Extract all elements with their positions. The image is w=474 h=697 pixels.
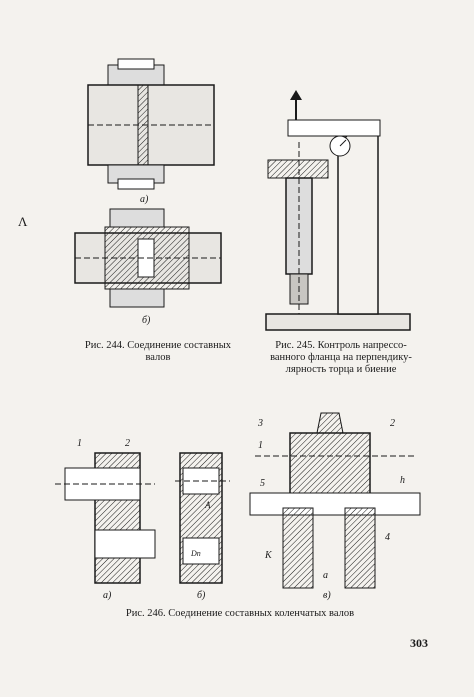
fig246-part-v: 3 1 2 5 4 h К a в) — [249, 412, 421, 601]
fig246-sub-v: в) — [323, 590, 331, 601]
fig246-label-1a: 1 — [77, 438, 82, 449]
fig246-part-a: 1 2 а) — [55, 438, 156, 601]
fig246-label-a: a — [323, 570, 328, 581]
fig246-label-3v: 3 — [257, 418, 263, 429]
fig245-caption: Рис. 245. Контроль напрессо- ванного фла… — [258, 340, 424, 376]
fig244-caption: Рис. 244. Соединение составных валов — [68, 340, 248, 364]
fig244-sub-a: а) — [140, 194, 149, 205]
figure-245-drawing — [265, 90, 411, 331]
fig244-caption-line1: Рис. 244. Соединение составных — [84, 340, 232, 351]
fig246-label-2a: 2 — [125, 438, 130, 449]
fig246-label-1v: 1 — [258, 440, 263, 451]
fig244-caption-line2: валов — [145, 352, 171, 363]
fig245-caption-line3: лярность торца и биение — [285, 364, 397, 375]
fig246-label-k: К — [264, 550, 273, 561]
fig246-sub-a: а) — [103, 590, 112, 601]
fig246-caption: Рис. 246. Соединение составных коленчаты… — [125, 608, 355, 619]
fig246-label-h: h — [400, 475, 405, 486]
coupling-a — [87, 58, 215, 190]
fig246-part-b: A Dп б) — [175, 452, 230, 601]
fig245-caption-line1: Рис. 245. Контроль напрессо- — [275, 340, 407, 351]
fig244-sub-b: б) — [142, 315, 151, 326]
fig246-label-5v: 5 — [260, 478, 265, 489]
fig245-caption-line2: ванного фланца на перпендику- — [270, 352, 412, 363]
figure-244-drawing: а) б) — [74, 58, 222, 326]
coupling-b — [74, 208, 222, 308]
fig246-label-4v: 4 — [385, 532, 390, 543]
fig246-label-2v: 2 — [390, 418, 395, 429]
fig246-label-A: A — [204, 500, 211, 510]
page-number: 303 — [410, 636, 428, 650]
figure-246-drawing: 1 2 а) A Dп б) 3 1 2 5 4 h К a в) — [55, 412, 421, 601]
fig246-label-Dn: Dп — [190, 549, 201, 558]
fig246-sub-b: б) — [197, 590, 206, 601]
margin-mark: Λ — [18, 214, 28, 229]
